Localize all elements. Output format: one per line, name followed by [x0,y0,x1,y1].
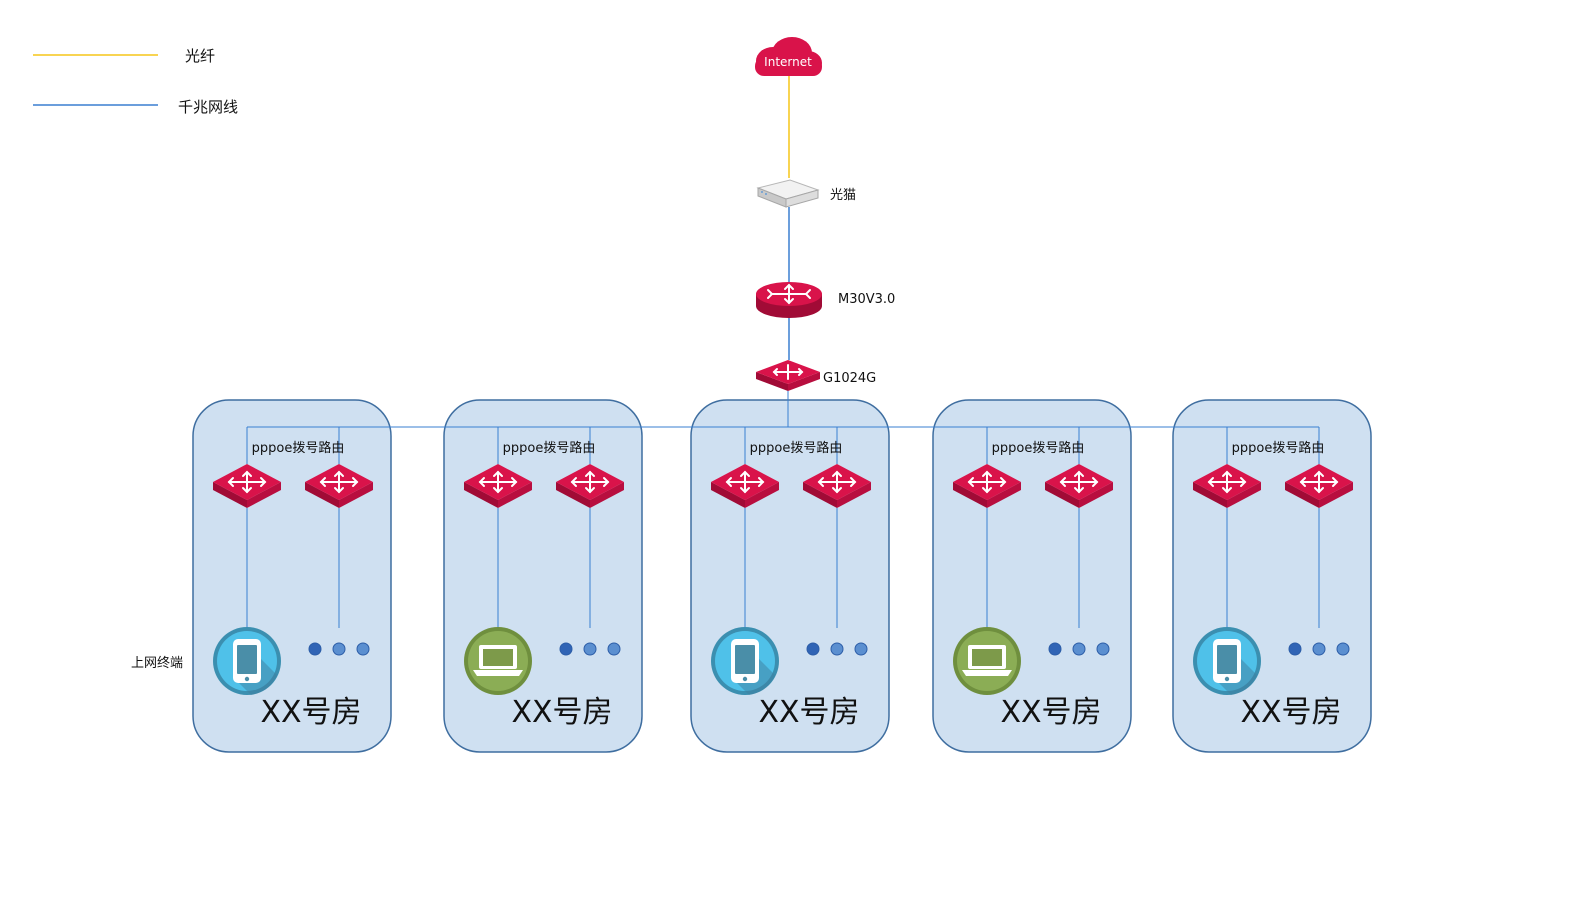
more-devices-dots [1288,642,1350,656]
pppoe-router-icon [803,464,871,508]
room-label: XX号房 [511,695,612,730]
legend: 光纤 千兆网线 [33,47,238,116]
rooms-layer: pppoe拨号路由XX号房pppoe拨号路由XX号房pppoe拨号路由XX号房p… [192,399,1372,753]
laptop-icon [953,627,1021,695]
pppoe-router-icon [1285,464,1353,508]
modem-node: 光猫 [756,179,856,208]
switch-label: G1024G [823,371,876,386]
switch-icon [756,360,820,391]
pppoe-router-label: pppoe拨号路由 [1232,440,1325,456]
core-switch-node: G1024G [756,360,876,391]
more-devices-dots [1048,642,1110,656]
pppoe-router-icon [953,464,1021,508]
pppoe-router-icon [556,464,624,508]
pppoe-router-icon [213,464,281,508]
distribution-links [247,391,1319,428]
pppoe-router-icon [711,464,779,508]
modem-label: 光猫 [830,188,856,203]
laptop-icon [464,627,532,695]
room-label: XX号房 [758,695,859,730]
pppoe-router-label: pppoe拨号路由 [503,440,596,456]
legend-ethernet-label: 千兆网线 [178,98,238,116]
optical-modem-icon [756,179,820,208]
pppoe-router-icon [1193,464,1261,508]
room-1: pppoe拨号路由 XX号房 [192,399,392,753]
pppoe-router-icon [464,464,532,508]
router-icon [756,282,822,318]
room-3: pppoe拨号路由 XX号房 [690,399,890,753]
pppoe-router-label: pppoe拨号路由 [252,440,345,456]
pppoe-router-icon [1045,464,1113,508]
router-label: M30V3.0 [838,292,895,307]
pppoe-router-icon [305,464,373,508]
internet-label: Internet [764,55,812,69]
phone-icon [1193,627,1261,695]
room-label: XX号房 [1240,695,1341,730]
room-label: XX号房 [260,695,361,730]
room-4: pppoe拨号路由 XX号房 [932,399,1132,753]
more-devices-dots [559,642,621,656]
room-2: pppoe拨号路由 XX号房 [443,399,643,753]
cloud-icon [755,37,822,76]
room-label: XX号房 [1000,695,1101,730]
internet-node: Internet [755,37,822,76]
room-5: pppoe拨号路由 XX号房 [1172,399,1372,753]
more-devices-dots [806,642,868,656]
phone-icon [213,627,281,695]
phone-icon [711,627,779,695]
pppoe-router-label: pppoe拨号路由 [992,440,1085,456]
legend-fiber-label: 光纤 [185,47,215,65]
more-devices-dots [308,642,370,656]
main-router-node: M30V3.0 [756,282,895,318]
terminal-label: 上网终端 [131,655,183,671]
pppoe-router-label: pppoe拨号路由 [750,440,843,456]
